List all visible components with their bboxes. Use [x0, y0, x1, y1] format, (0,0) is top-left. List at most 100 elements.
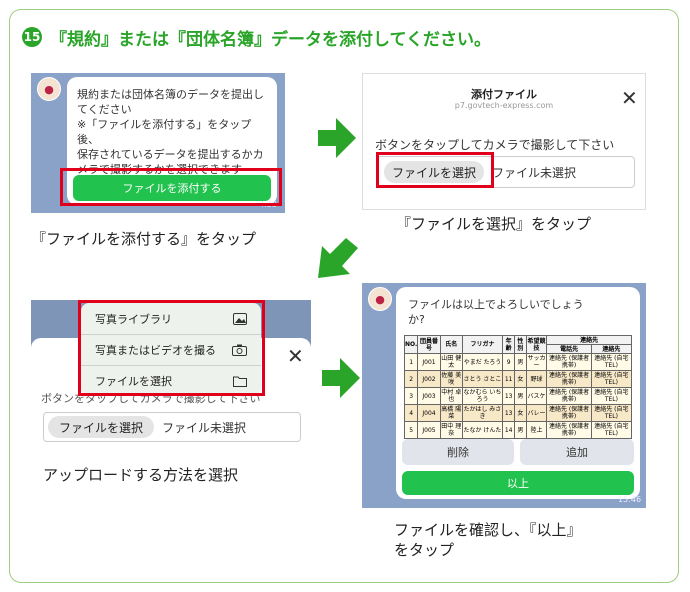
- table-cell: 11: [502, 370, 516, 388]
- no-file-label: ファイル未選択: [162, 420, 247, 435]
- menu-divider: [81, 365, 261, 366]
- choose-file-button[interactable]: ファイルを選択: [48, 416, 154, 438]
- table-cell: 連絡先 (保護者携帯): [546, 421, 592, 439]
- table-cell: 9: [502, 353, 516, 371]
- highlight-box: [376, 152, 494, 188]
- choose-file-button[interactable]: ファイルを選択: [384, 161, 484, 183]
- message-line: てください: [77, 103, 132, 116]
- table-cell: 高橋 陽菜: [439, 404, 463, 422]
- done-button[interactable]: 以上: [402, 471, 634, 495]
- outer-frame: [9, 9, 679, 583]
- arrow-down-left-icon: [318, 238, 358, 278]
- table-header: 性別: [514, 335, 527, 354]
- table-header: 年齢: [502, 335, 516, 354]
- file-preview-table: NO. 団員番号 氏名 フリガナ 年齢 性別 希望競技 連絡先 電話先 連絡先 …: [403, 335, 633, 439]
- table-cell: バレー: [525, 404, 548, 422]
- highlight-box: [60, 168, 282, 206]
- step4-caption: ファイルを確認し、『以上』 をタップ: [394, 520, 582, 560]
- step1-caption: 『ファイルを添付する』をタップ: [31, 230, 257, 248]
- timestamp: 15:46: [618, 495, 642, 504]
- table-cell: J005: [417, 421, 441, 439]
- menu-item-photo-library[interactable]: 写真ライブラリ: [81, 303, 261, 334]
- table-cell: 13: [502, 387, 516, 405]
- table-cell: 14: [502, 421, 516, 439]
- table-header: フリガナ: [461, 335, 504, 354]
- table-header: 連絡先: [590, 344, 633, 354]
- file-input: ファイルを選択 ファイル未選択: [377, 156, 635, 188]
- dialog-url: p7.govtech-express.com: [454, 101, 554, 110]
- table-cell: サッカー: [525, 353, 548, 371]
- table-cell: J002: [417, 370, 441, 388]
- menu-item-label: 写真ライブラリ: [95, 312, 172, 326]
- table-cell: 連絡先 (自宅TEL): [590, 353, 633, 371]
- delete-button[interactable]: 削除: [402, 439, 514, 465]
- table-cell: 5: [403, 421, 419, 439]
- table-cell: 連絡先 (自宅TEL): [590, 387, 633, 405]
- table-header: 希望競技: [525, 335, 548, 354]
- table-cell: やまだ たろう: [461, 353, 504, 371]
- caption-line: をタップ: [394, 541, 455, 559]
- step2-screenshot: 添付ファイル p7.govtech-express.com ✕ ボタンをタップし…: [362, 73, 646, 210]
- chat-bubble: ファイルは以上でよろしいでしょう か? NO. 団員番号 氏名 フリガナ 年齢 …: [396, 287, 640, 499]
- avatar: ●: [368, 287, 392, 311]
- table-cell: 連絡先 (保護者携帯): [546, 387, 592, 405]
- table-cell: J001: [417, 353, 441, 371]
- table-cell: 連絡先 (保護者携帯): [546, 370, 592, 388]
- table-cell: 3: [403, 387, 419, 405]
- avatar: ●: [37, 77, 61, 101]
- table-header: 氏名: [439, 335, 463, 354]
- chat-message: 規約または団体名簿のデータを提出し てください ※「ファイルを添付する」をタップ…: [77, 87, 273, 177]
- close-icon[interactable]: ✕: [287, 344, 304, 368]
- table-group-header: 連絡先: [546, 335, 632, 345]
- table-cell: 陸上: [525, 421, 548, 439]
- highlight-box: [78, 300, 265, 396]
- table-cell: 野球: [525, 370, 548, 388]
- upload-menu: 写真ライブラリ 写真またはビデオを撮る ファイルを選択: [81, 303, 261, 396]
- photo-icon: [233, 312, 247, 325]
- chat-bubble: 規約または団体名簿のデータを提出し てください ※「ファイルを添付する」をタップ…: [67, 77, 277, 205]
- roster-table: NO. 団員番号 氏名 フリガナ 年齢 性別 希望競技 連絡先 電話先 連絡先 …: [403, 335, 633, 439]
- close-icon[interactable]: ✕: [621, 86, 638, 110]
- message-line: 規約または団体名簿のデータを提出し: [77, 88, 264, 101]
- table-header: NO.: [403, 335, 419, 354]
- message-line: ※「ファイルを添付する」をタップ後、: [77, 118, 252, 146]
- table-cell: 山田 健太: [439, 353, 463, 371]
- table-cell: 中村 卓也: [439, 387, 463, 405]
- table-cell: 連絡先 (保護者携帯): [546, 404, 592, 422]
- table-cell: 佐藤 美咲: [439, 370, 463, 388]
- table-cell: バスケ: [525, 387, 548, 405]
- menu-item-choose-file[interactable]: ファイルを選択: [81, 365, 261, 396]
- table-cell: さとう さとこ: [461, 370, 504, 388]
- table-cell: 男: [514, 387, 527, 405]
- attach-file-button[interactable]: ファイルを添付する: [73, 175, 271, 201]
- step4-screenshot: ● ファイルは以上でよろしいでしょう か? NO. 団員番号 氏名 フリガナ 年…: [362, 283, 646, 508]
- step-number-badge: 15: [22, 27, 42, 47]
- title-text: 『規約』または『団体名簿』データを添付してください。: [50, 29, 491, 50]
- step1-screenshot: ● 規約または団体名簿のデータを提出し てください ※「ファイルを添付する」をタ…: [31, 73, 285, 213]
- arrow-right-icon: [322, 358, 360, 398]
- camera-icon: [232, 344, 247, 356]
- table-cell: 4: [403, 404, 419, 422]
- menu-divider: [81, 334, 261, 335]
- table-cell: たなか けんた: [461, 421, 504, 439]
- page-title: 15 『規約』または『団体名簿』データを添付してください。: [22, 22, 491, 52]
- table-cell: 男: [514, 421, 527, 439]
- table-header: 団員番号: [417, 335, 441, 354]
- message-line: か?: [408, 313, 425, 326]
- table-cell: なかむら いちろう: [461, 387, 504, 405]
- table-cell: 連絡先 (自宅TEL): [590, 370, 633, 388]
- menu-item-take-photo[interactable]: 写真またはビデオを撮る: [81, 334, 261, 365]
- table-cell: 男: [514, 353, 527, 371]
- no-file-label: ファイル未選択: [492, 165, 577, 180]
- table-cell: たかはし みさき: [461, 404, 504, 422]
- step2-caption: 『ファイルを選択』をタップ: [396, 215, 592, 233]
- table-cell: 連絡先 (保護者携帯): [546, 353, 592, 371]
- table-cell: 女: [514, 370, 527, 388]
- chat-message: ファイルは以上でよろしいでしょう か?: [408, 297, 628, 327]
- step3-caption: アップロードする方法を選択: [43, 466, 239, 484]
- add-button[interactable]: 追加: [520, 439, 634, 465]
- table-cell: 1: [403, 353, 419, 371]
